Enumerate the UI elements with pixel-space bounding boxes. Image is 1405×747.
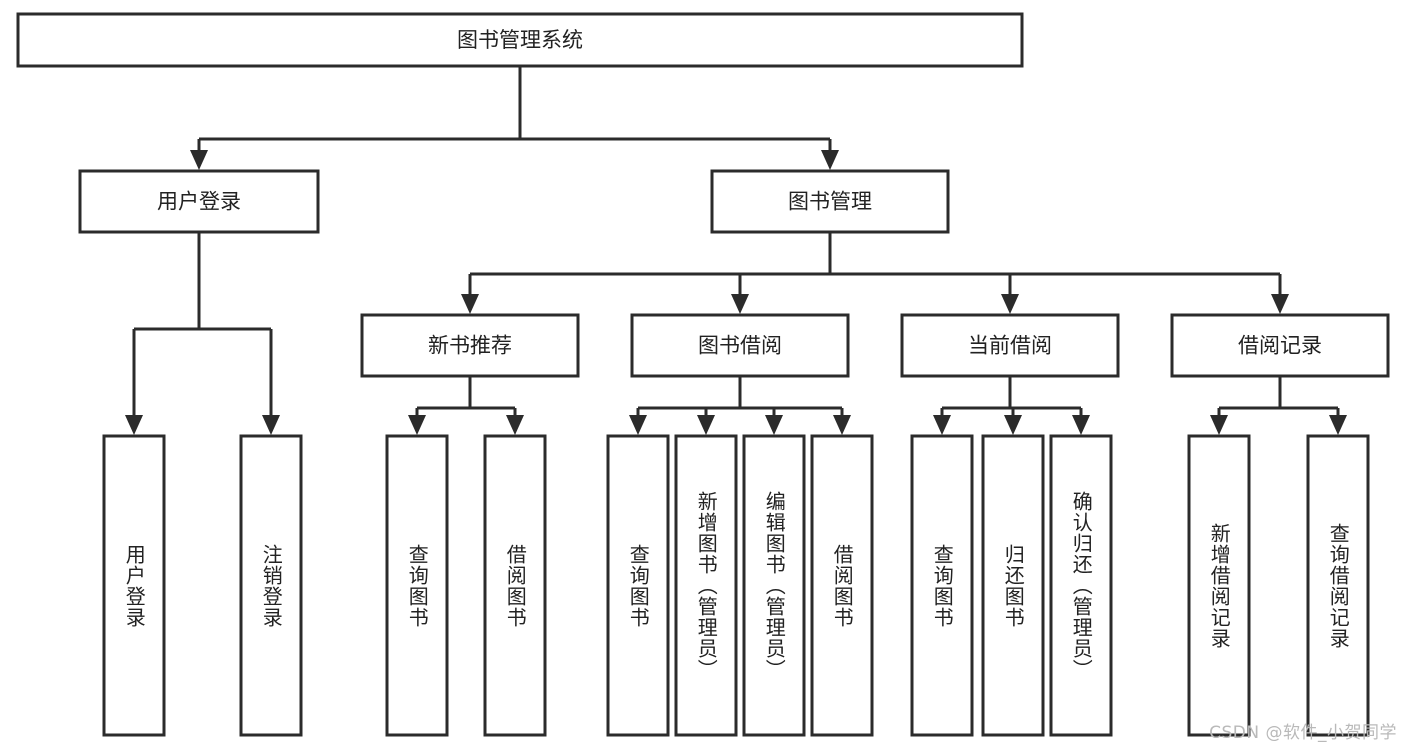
node-label-book-manage: 图书管理 xyxy=(788,190,872,214)
node-leaf-query-book-2[interactable] xyxy=(606,434,670,737)
node-book-manage[interactable] xyxy=(710,169,950,234)
node-book-borrow[interactable] xyxy=(630,313,850,378)
connector-edges xyxy=(125,66,1347,435)
node-leaf-return-book[interactable] xyxy=(981,434,1045,737)
node-leaf-query-book-3[interactable] xyxy=(910,434,974,737)
node-label-new-book-recommend: 新书推荐 xyxy=(428,334,512,358)
node-leaf-add-book[interactable] xyxy=(674,434,738,737)
node-leaf-borrow-book-2[interactable] xyxy=(810,434,874,737)
csdn-watermark: CSDN @软件_小贺同学 xyxy=(1209,723,1397,743)
node-leaf-edit-book[interactable] xyxy=(742,434,806,737)
node-leaf-query-book-1[interactable] xyxy=(385,434,449,737)
node-new-book-recommend[interactable] xyxy=(360,313,580,378)
node-label-book-borrow: 图书借阅 xyxy=(698,334,782,358)
node-label-root: 图书管理系统 xyxy=(457,28,583,52)
node-current-borrow[interactable] xyxy=(900,313,1120,378)
node-leaf-confirm-return[interactable] xyxy=(1049,434,1113,737)
node-label-current-borrow: 当前借阅 xyxy=(968,334,1052,358)
node-label-user-login: 用户登录 xyxy=(157,190,241,214)
node-user-login[interactable] xyxy=(78,169,320,234)
node-label-borrow-record: 借阅记录 xyxy=(1238,334,1322,358)
node-leaf-add-borrow-record[interactable] xyxy=(1187,434,1251,737)
node-borrow-record[interactable] xyxy=(1170,313,1390,378)
node-boxes xyxy=(16,12,1390,737)
node-leaf-query-borrow-record[interactable] xyxy=(1306,434,1370,737)
node-leaf-user-logout[interactable] xyxy=(239,434,303,737)
node-leaf-user-login[interactable] xyxy=(102,434,166,737)
node-root[interactable] xyxy=(16,12,1024,68)
node-leaf-borrow-book-1[interactable] xyxy=(483,434,547,737)
